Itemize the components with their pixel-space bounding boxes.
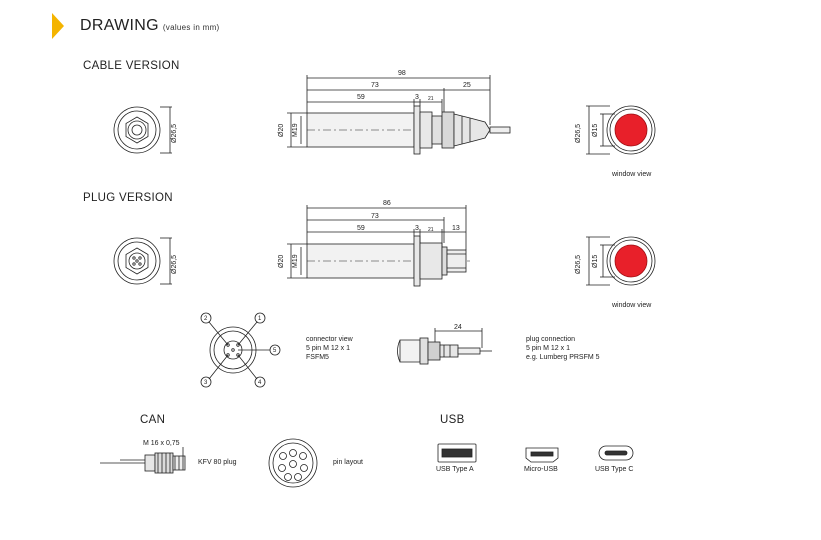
section-usb: USB bbox=[440, 414, 465, 426]
pin-5-label: 5 bbox=[273, 348, 277, 354]
section-plug-version: PLUG VERSION bbox=[83, 192, 173, 204]
plug-dim-total: 86 bbox=[383, 200, 391, 207]
plug-dim-dia-body: Ø20 bbox=[278, 255, 285, 268]
plug-connection-text: plug connection 5 pin M 12 x 1 e.g. Lumb… bbox=[526, 335, 600, 362]
cable-dim-total: 98 bbox=[398, 70, 406, 77]
can-pin-layout-label: pin layout bbox=[333, 459, 363, 466]
plug-window-dia: Ø15 bbox=[592, 255, 599, 268]
plug-dim-step: 3 bbox=[415, 225, 419, 232]
plug-front-view bbox=[113, 237, 172, 285]
plug-dim-seg: 21 bbox=[428, 227, 434, 233]
cable-window-dia-front: Ø26,5 bbox=[575, 124, 582, 143]
plug-side-view bbox=[287, 205, 470, 287]
can-plug-diagram bbox=[100, 447, 186, 474]
connector-view-line-3: FSFM5 bbox=[306, 354, 329, 361]
plug-window-view-label: window view bbox=[612, 302, 652, 309]
cable-front-view bbox=[113, 106, 172, 154]
plug-connection-line-2: 5 pin M 12 x 1 bbox=[526, 345, 570, 352]
micro-usb-label: Micro-USB bbox=[524, 466, 558, 473]
section-marker-icon bbox=[52, 13, 64, 39]
cable-dim-step: 3 bbox=[415, 94, 419, 101]
cable-window-view bbox=[586, 105, 656, 155]
plug-dim-inner: 59 bbox=[357, 225, 365, 232]
connector-view-line-1: connector view bbox=[306, 336, 353, 343]
title-note: (values in mm) bbox=[162, 23, 220, 32]
plug-connection-line-1: plug connection bbox=[526, 336, 576, 343]
section-can: CAN bbox=[140, 414, 166, 426]
plug-window-dia-front: Ø26,5 bbox=[575, 255, 582, 274]
plug-front-dia: Ø26,5 bbox=[171, 255, 178, 274]
cable-dim-body: 73 bbox=[371, 82, 379, 89]
cable-dim-inner: 59 bbox=[357, 94, 365, 101]
plug-window-view bbox=[586, 236, 656, 286]
usb-type-c-label: USB Type C bbox=[595, 466, 634, 473]
pin-3-label: 3 bbox=[204, 380, 208, 386]
title-text: DRAWING bbox=[80, 17, 159, 34]
section-cable-version: CABLE VERSION bbox=[83, 60, 180, 72]
cable-window-dia: Ø15 bbox=[592, 124, 599, 137]
usb-type-a-icon bbox=[437, 443, 477, 463]
plug-connection-line-3: e.g. Lumberg PRSFM 5 bbox=[526, 354, 600, 361]
plug-connection-dim: 24 bbox=[454, 324, 462, 331]
pin-2-label: 2 bbox=[204, 316, 208, 322]
plug-dim-tail: 13 bbox=[452, 225, 460, 232]
usb-type-c-icon bbox=[598, 445, 634, 461]
pin-1-label: 1 bbox=[258, 316, 262, 322]
can-thread-label: M 16 x 0,75 bbox=[143, 440, 180, 447]
pin-4-label: 4 bbox=[258, 380, 262, 386]
plug-dim-body: 73 bbox=[371, 213, 379, 220]
micro-usb-icon bbox=[525, 447, 559, 463]
cable-window-view-label: window view bbox=[612, 171, 652, 178]
plug-dim-dia-inner: M19 bbox=[292, 254, 299, 268]
cable-dim-dia-body: Ø20 bbox=[278, 124, 285, 137]
connector-view-line-2: 5 pin M 12 x 1 bbox=[306, 345, 350, 352]
connector-view-diagram bbox=[200, 312, 281, 388]
cable-front-dia: Ø26,5 bbox=[171, 124, 178, 143]
connector-view-text: connector view 5 pin M 12 x 1 FSFM5 bbox=[306, 335, 353, 362]
plug-connection-diagram bbox=[397, 328, 492, 365]
can-plug-label: KFV 80 plug bbox=[198, 459, 237, 466]
cable-dim-seg: 21 bbox=[428, 96, 434, 102]
page-title: DRAWING(values in mm) bbox=[80, 17, 220, 35]
usb-type-a-label: USB Type A bbox=[436, 466, 474, 473]
cable-dim-dia-inner: M19 bbox=[292, 123, 299, 137]
can-pin-layout-diagram bbox=[268, 438, 318, 488]
cable-side-view bbox=[287, 75, 511, 155]
cable-dim-tail: 25 bbox=[463, 82, 471, 89]
